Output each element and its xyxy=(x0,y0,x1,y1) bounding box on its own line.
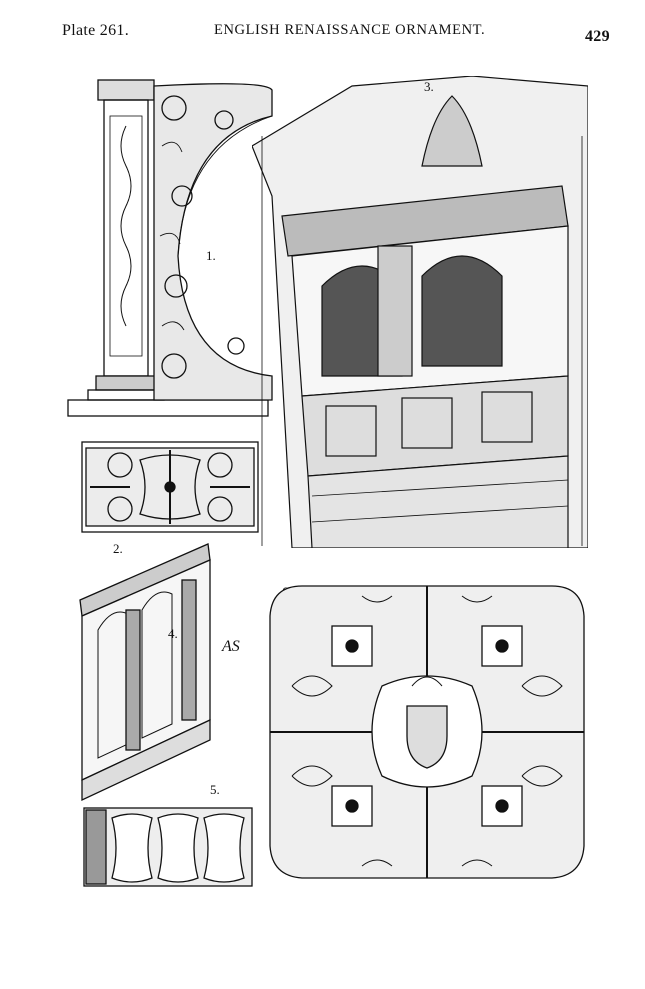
figure-4-label: 4. xyxy=(168,626,178,641)
figure-2-strapwork-frieze xyxy=(80,440,260,534)
figure-2-label: 2. xyxy=(113,541,123,556)
figure-6-ceiling-panel xyxy=(262,576,592,886)
figure-3-oriel-window: 3. xyxy=(252,76,588,548)
page-title: ENGLISH RENAISSANCE ORNAMENT. xyxy=(214,22,486,38)
plate-number: Plate 261. xyxy=(62,22,129,39)
figure-1-pilaster: 1. xyxy=(66,76,274,432)
figure-5-label: 5. xyxy=(210,782,220,797)
figure-5-arcaded-frieze xyxy=(82,806,254,888)
figure-4-staircase-balustrade: 4. xyxy=(78,540,214,804)
figure-1-label: 1. xyxy=(206,248,216,263)
artist-monogram: AS xyxy=(222,638,240,655)
figure-3-label: 3. xyxy=(424,79,434,94)
page-number: 429 xyxy=(585,28,610,45)
